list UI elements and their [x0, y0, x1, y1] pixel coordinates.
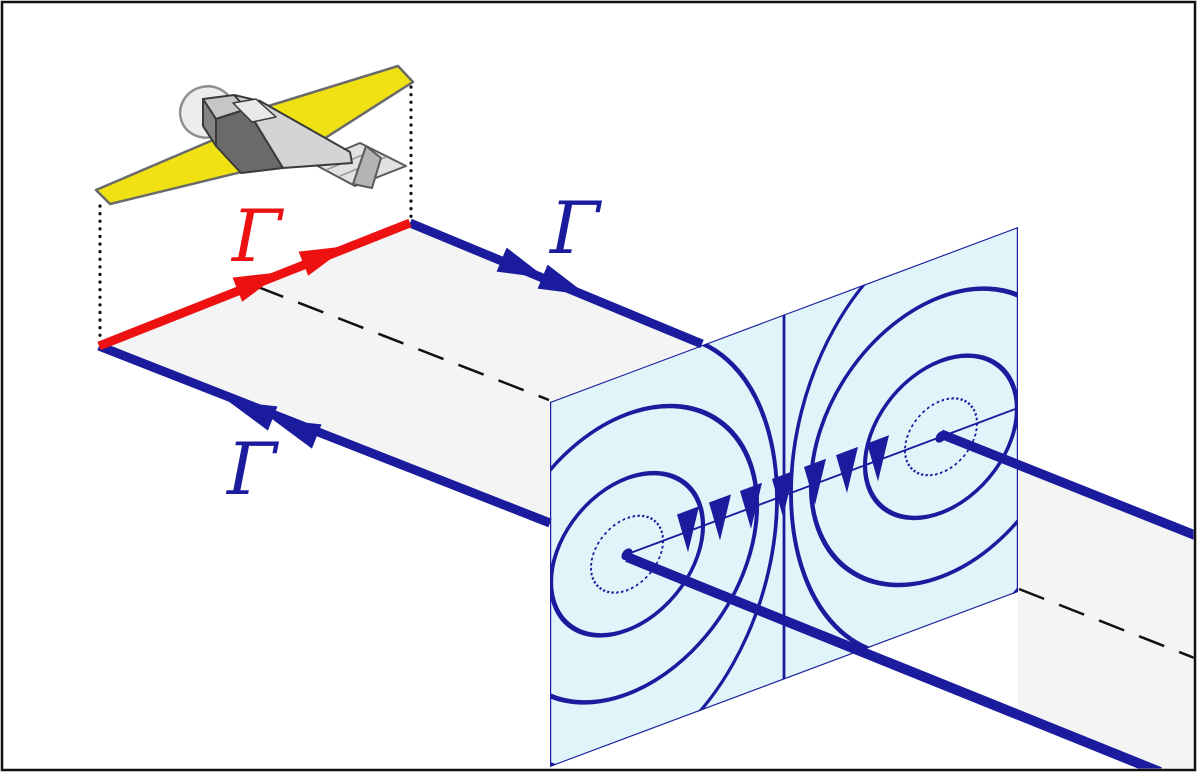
vortex-arrow-icon: [298, 246, 348, 276]
trailing-vortex-upper-arrows: [496, 247, 587, 295]
vortex-arrow-icon: [496, 247, 546, 278]
airplane: [94, 64, 415, 206]
trailing-vortex-right-downstream: [939, 429, 1194, 540]
bound-vortex-arrows: [232, 246, 348, 302]
downwash-arrow-icon: [772, 470, 794, 517]
downwash-arrow-icon: [804, 458, 826, 505]
airplane-fin: [352, 145, 382, 189]
vortex-arrow-icon: [272, 419, 322, 449]
downwash-arrow-icon: [740, 482, 762, 529]
downwash-arrow-icon: [867, 435, 889, 482]
downwash-arrow-icon: [836, 446, 858, 493]
label-trailing-vortex-upper-gamma: Γ: [548, 186, 603, 270]
vortex-arrow-icon: [537, 264, 587, 295]
centerline-dashed-front: [257, 285, 550, 402]
label-trailing-vortex-lower-gamma: Γ: [225, 427, 280, 511]
downwash-arrow-icon: [709, 494, 731, 541]
airplane-canopy: [232, 98, 277, 123]
centerline-dashed-rear: [1018, 587, 1194, 659]
vortex-arrow-icon: [232, 272, 282, 302]
trailing-vortex-lower-arrows: [228, 401, 322, 449]
vortex-sheet-rear: [1018, 464, 1194, 769]
trailing-vortex-left-downstream: [625, 552, 1162, 769]
downwash-arrows: [677, 435, 889, 553]
trailing-vortex-lower: [97, 341, 552, 528]
downwash-arrow-icon: [677, 506, 699, 553]
label-bound-vortex-gamma: Γ: [230, 194, 285, 278]
vortex-arrow-icon: [228, 401, 278, 431]
vortex-sheet-front: [99, 223, 702, 523]
